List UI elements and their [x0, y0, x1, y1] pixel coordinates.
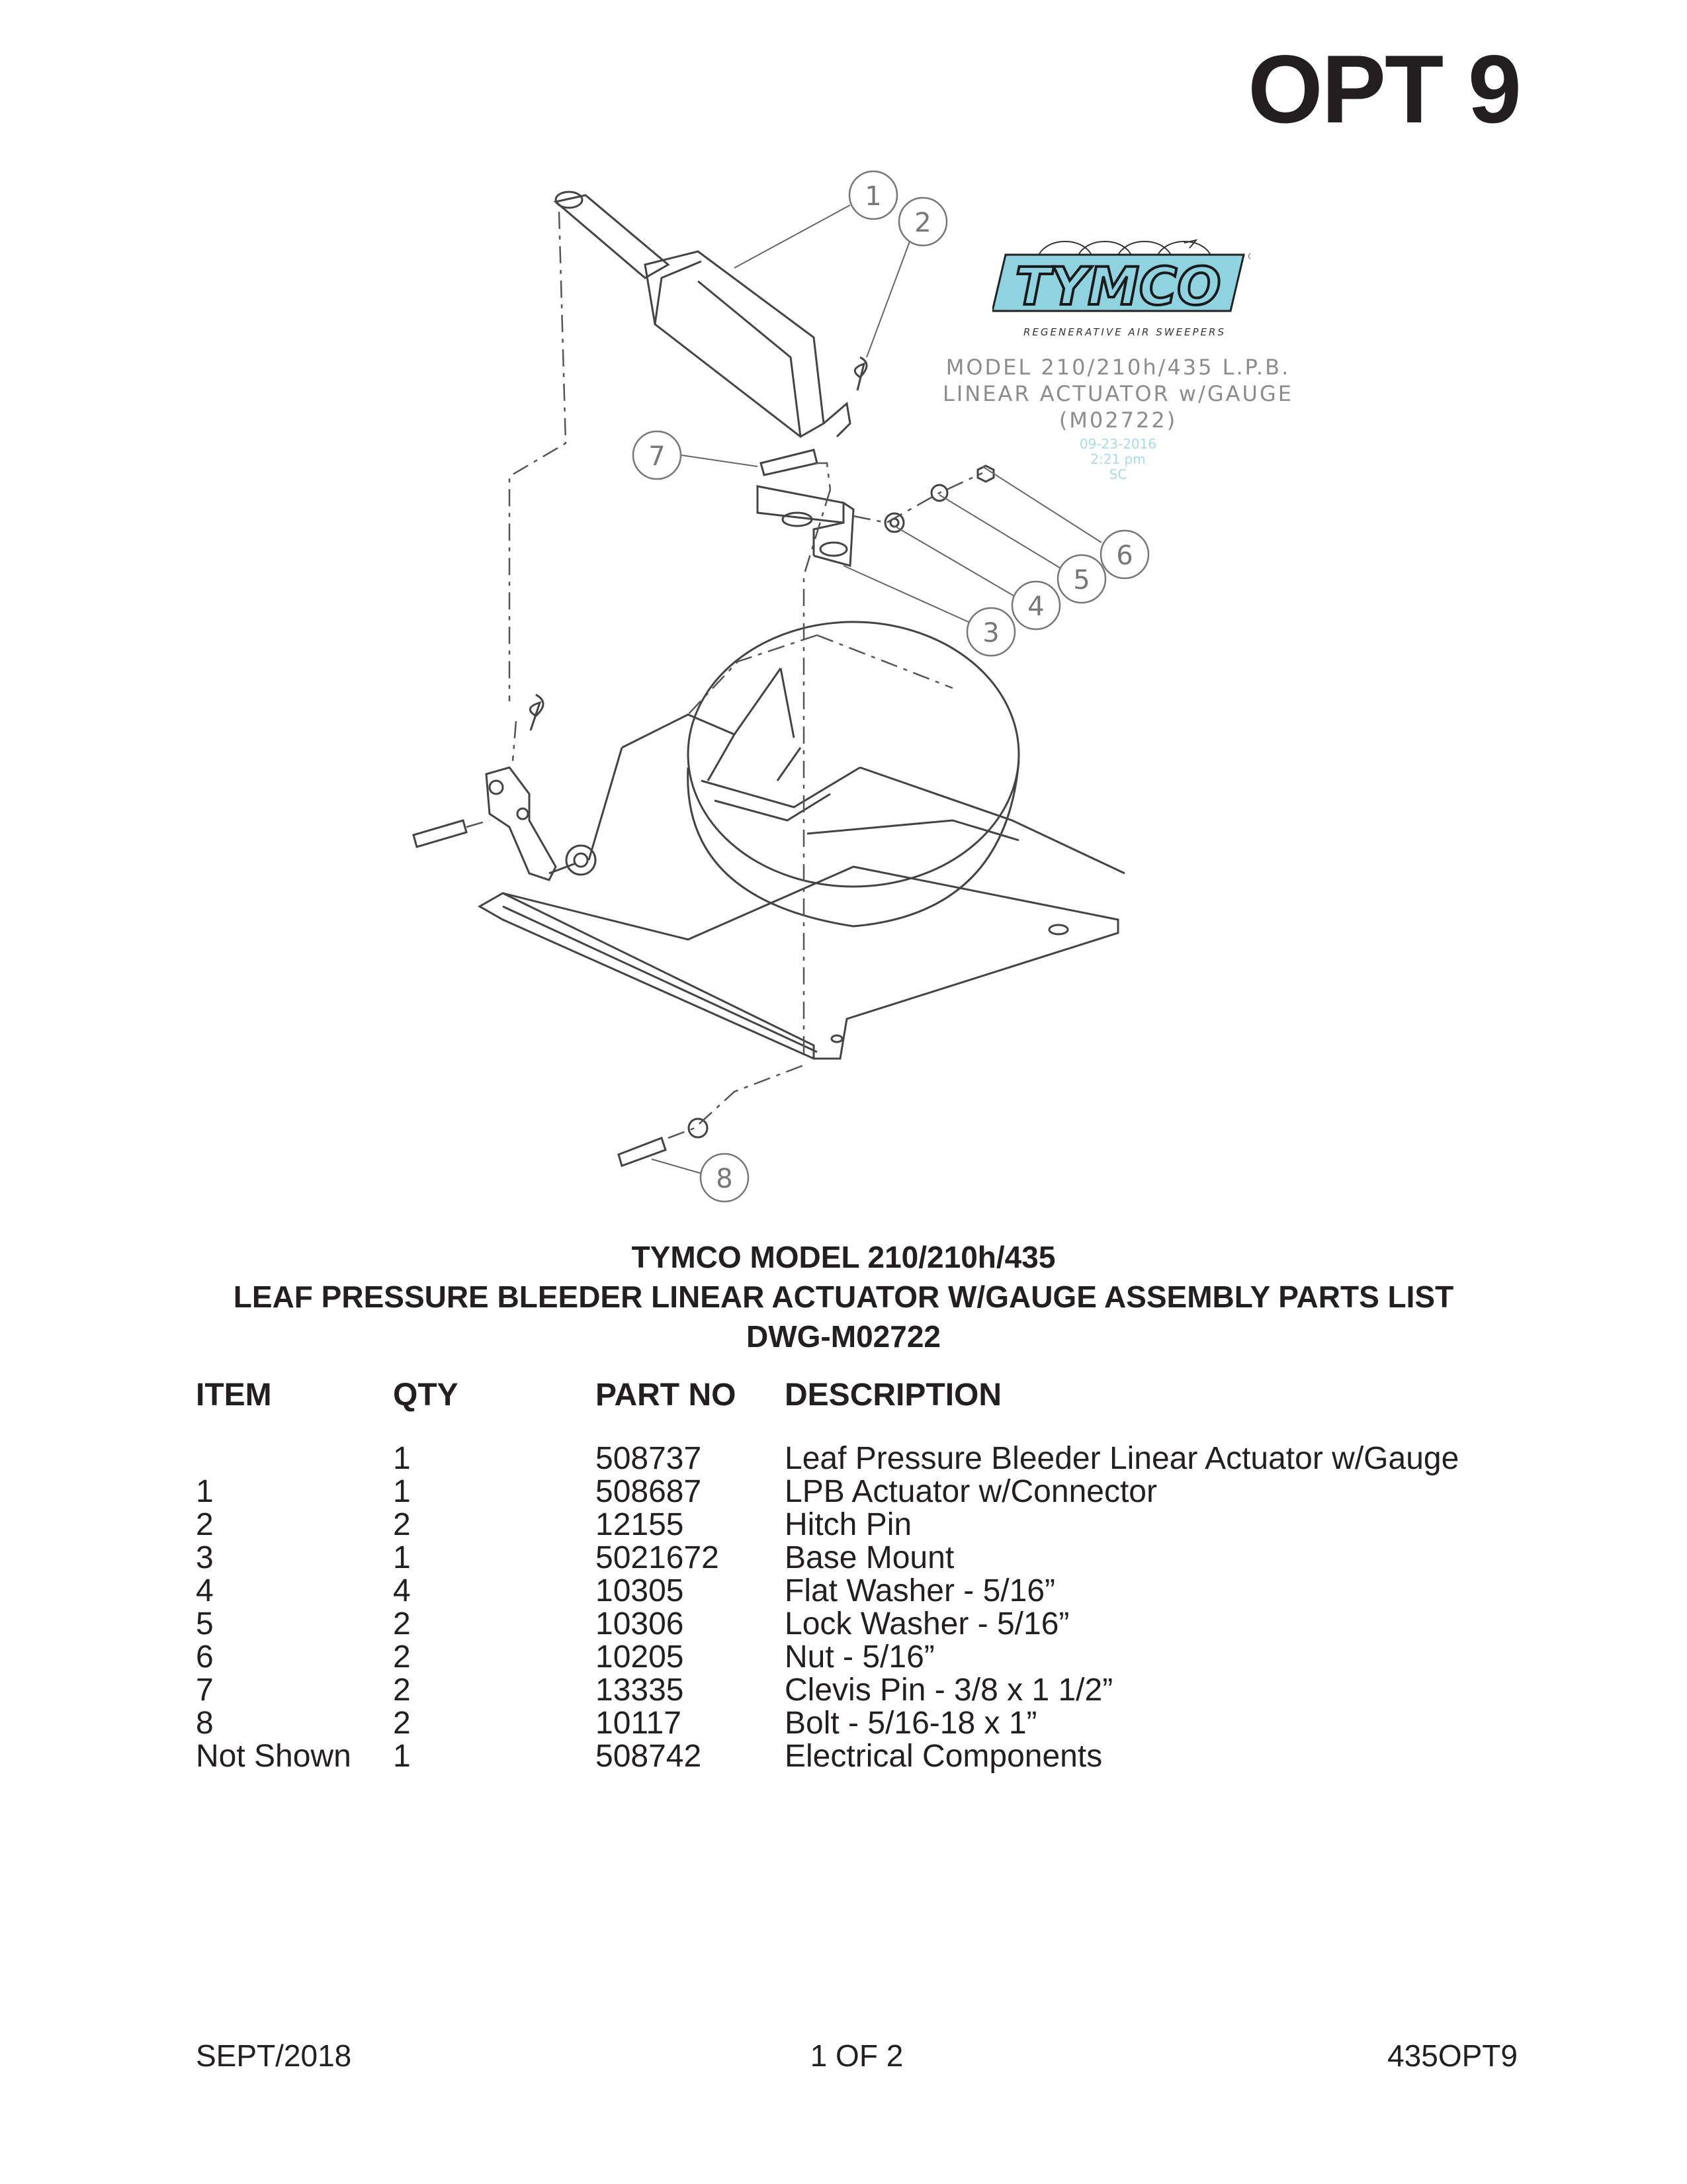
cell-item: 4 [196, 1573, 214, 1608]
heading-drawing-number: DWG-M02722 [746, 1319, 941, 1354]
cell-qty: 1 [393, 1474, 411, 1509]
svg-text:®: ® [1247, 250, 1250, 263]
stamp-initials: SC [1109, 466, 1127, 482]
callout-5: 5 [1073, 565, 1090, 595]
cell-qty: 2 [393, 1706, 411, 1741]
table-row: 1 1 508687 LPB Actuator w/Connector [196, 1475, 1512, 1508]
cell-item: 5 [196, 1606, 214, 1641]
table-row: 4 4 10305 Flat Washer - 5/16” [196, 1575, 1512, 1608]
cell-part-no: 13335 [595, 1673, 684, 1708]
table-row: 2 2 12155 Hitch Pin [196, 1508, 1512, 1542]
cell-part-no: 508687 [595, 1474, 702, 1509]
callout-3: 3 [982, 618, 999, 648]
table-row: 5 2 10306 Lock Washer - 5/16” [196, 1608, 1512, 1641]
callout-1: 1 [865, 181, 881, 212]
logo-brand: TYMCO [1016, 257, 1221, 317]
cell-qty: 1 [393, 1441, 411, 1476]
cell-item: 3 [196, 1540, 214, 1575]
cell-item [196, 1442, 393, 1475]
cell-part-no: 10305 [595, 1573, 684, 1608]
cell-item: 2 [196, 1507, 214, 1542]
cell-description: Nut - 5/16” [785, 1639, 935, 1675]
drawing-stamp: 09-23-2016 2:21 pm SC [1045, 437, 1191, 482]
assembly-drawing: 1 2 3 4 5 6 7 8 [412, 170, 1150, 1203]
callout-2: 2 [914, 208, 931, 238]
cell-item: 6 [196, 1639, 214, 1675]
cell-part-no: 5021672 [595, 1540, 719, 1575]
drawing-title-line: (M02722) [1059, 408, 1178, 433]
cell-description: Leaf Pressure Bleeder Linear Actuator w/… [785, 1441, 1459, 1476]
cell-description: Bolt - 5/16-18 x 1” [785, 1706, 1037, 1741]
parts-list-heading: TYMCO MODEL 210/210h/435 LEAF PRESSURE B… [0, 1237, 1687, 1356]
table-row: 3 1 5021672 Base Mount [196, 1542, 1512, 1575]
callout-6: 6 [1116, 541, 1133, 571]
cell-description: Electrical Components [785, 1739, 1103, 1774]
column-header-description: DESCRIPTION [785, 1377, 1002, 1413]
table-row: 6 2 10205 Nut - 5/16” [196, 1641, 1512, 1674]
drawing-title-line: LINEAR ACTUATOR w/GAUGE [943, 381, 1293, 406]
cell-qty: 1 [393, 1540, 411, 1575]
callout-4: 4 [1027, 591, 1044, 622]
heading-title: LEAF PRESSURE BLEEDER LINEAR ACTUATOR W/… [233, 1280, 1454, 1314]
table-row: 8 2 10117 Bolt - 5/16-18 x 1” [196, 1707, 1512, 1740]
cell-qty: 2 [393, 1673, 411, 1708]
heading-model: TYMCO MODEL 210/210h/435 [631, 1240, 1056, 1274]
cell-part-no: 508742 [595, 1739, 702, 1774]
table-row: Not Shown 1 508742 Electrical Components [196, 1740, 1512, 1773]
cell-description: Lock Washer - 5/16” [785, 1606, 1070, 1641]
cell-part-no: 10205 [595, 1639, 684, 1675]
table-row: 1 508737 Leaf Pressure Bleeder Linear Ac… [196, 1442, 1512, 1475]
cell-part-no: 10117 [595, 1706, 681, 1741]
footer-page-number: 1 OF 2 [810, 2038, 904, 2073]
column-header-qty: QTY [393, 1377, 458, 1413]
cell-item: Not Shown [196, 1739, 351, 1774]
footer-date: SEPT/2018 [196, 2038, 352, 2073]
stamp-time: 2:21 pm [1090, 451, 1146, 467]
cell-item: 7 [196, 1673, 214, 1708]
cell-description: LPB Actuator w/Connector [785, 1474, 1157, 1509]
parts-list-table: ITEM QTY PART NO DESCRIPTION 1 508737 Le… [196, 1377, 1512, 1773]
cell-part-no: 12155 [595, 1507, 684, 1542]
cell-qty: 2 [393, 1507, 411, 1542]
cell-item: 1 [196, 1474, 214, 1509]
drawing-title-line: MODEL 210/210h/435 L.P.B. [945, 355, 1291, 380]
cell-description: Hitch Pin [785, 1507, 912, 1542]
cell-qty: 1 [393, 1739, 411, 1774]
cell-qty: 4 [393, 1573, 411, 1608]
cell-item: 8 [196, 1706, 214, 1741]
option-title: OPT 9 [1248, 35, 1522, 143]
cell-description: Base Mount [785, 1540, 955, 1575]
column-header-item: ITEM [196, 1377, 272, 1413]
callout-7: 7 [648, 441, 665, 472]
cell-part-no: 508737 [595, 1441, 702, 1476]
tymco-logo: TYMCO ® REGENERATIVE AIR SWEEPERS [992, 239, 1250, 338]
parts-list-header-row: ITEM QTY PART NO DESCRIPTION [196, 1377, 1512, 1413]
logo-tagline: REGENERATIVE AIR SWEEPERS [1023, 326, 1226, 338]
column-header-part-no: PART NO [595, 1377, 736, 1413]
cell-qty: 2 [393, 1606, 411, 1641]
drawing-title-block: MODEL 210/210h/435 L.P.B. LINEAR ACTUATO… [913, 354, 1323, 433]
callout-8: 8 [716, 1164, 732, 1194]
cell-qty: 2 [393, 1639, 411, 1675]
footer-document-id: 435OPT9 [1387, 2038, 1518, 2073]
stamp-date: 09-23-2016 [1079, 436, 1157, 452]
table-row: 7 2 13335 Clevis Pin - 3/8 x 1 1/2” [196, 1674, 1512, 1707]
cell-description: Clevis Pin - 3/8 x 1 1/2” [785, 1673, 1113, 1708]
cell-description: Flat Washer - 5/16” [785, 1573, 1056, 1608]
cell-part-no: 10306 [595, 1606, 684, 1641]
